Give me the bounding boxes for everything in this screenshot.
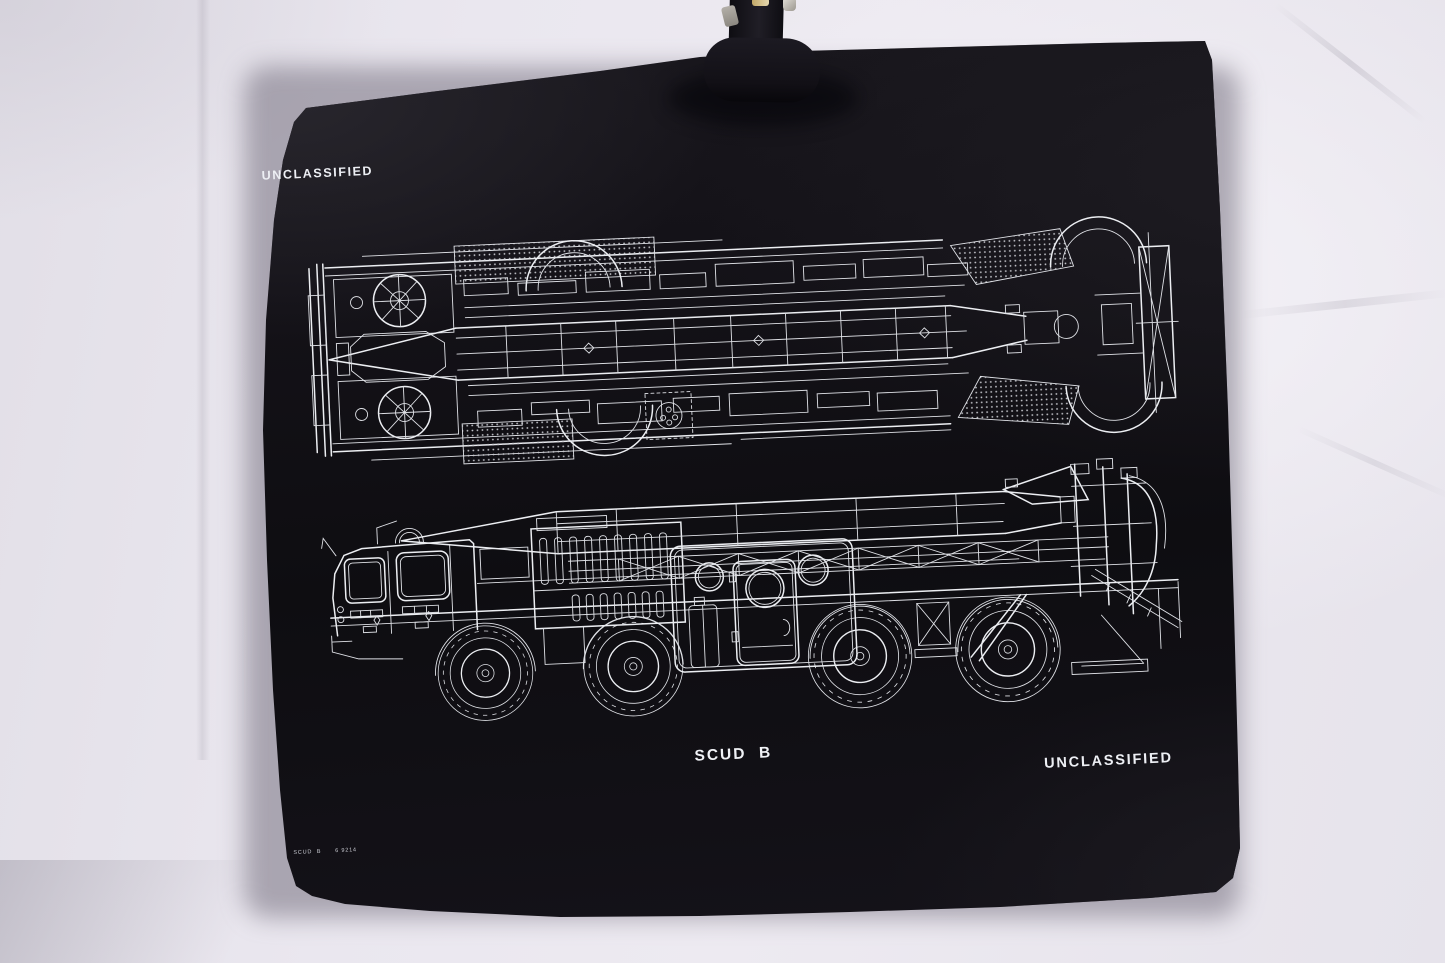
wheels [435, 594, 1064, 724]
paper-crease [1296, 425, 1445, 501]
missile-side [400, 465, 1090, 555]
paper-crease [1240, 289, 1445, 319]
clip-metal-glint [752, 0, 769, 6]
classification-label-top: UNCLASSIFIED [261, 163, 374, 183]
top-plan-view-drawing [307, 216, 1179, 465]
engine-louver-panel [479, 515, 687, 665]
clip-pivot-metal [783, 0, 796, 11]
paper-crease [1273, 2, 1427, 124]
rear-gantry [914, 458, 1183, 675]
crew-cabin [669, 538, 858, 673]
cradle-arches [525, 216, 1163, 457]
missile-plan [328, 304, 1079, 383]
launch-frame-plan [1094, 232, 1179, 413]
fan-hatches [350, 273, 432, 440]
erector-truss [568, 536, 1109, 584]
paper-crease [196, 0, 210, 760]
poster-content: UNCLASSIFIED [255, 52, 1242, 924]
clip-foot [703, 36, 821, 104]
side-elevation-drawing [321, 458, 1183, 724]
chassis-side [330, 558, 1179, 676]
poster-title: SCUD B [694, 744, 773, 765]
plate-code: SCUD B 6 9214 [293, 847, 357, 857]
tail-fins-plan [949, 228, 1080, 425]
deck-machinery [463, 256, 969, 441]
cab [321, 520, 479, 660]
stipple-panels [453, 236, 657, 465]
classification-label-bottom: UNCLASSIFIED [1043, 750, 1174, 772]
